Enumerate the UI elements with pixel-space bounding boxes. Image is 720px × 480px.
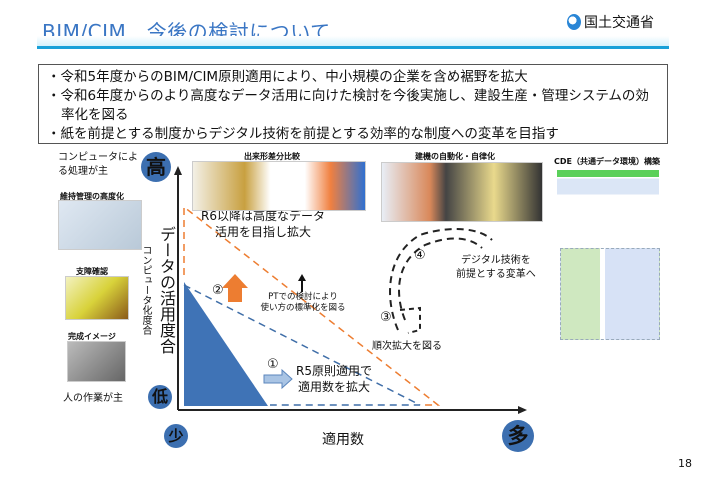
maintenance-image <box>58 200 142 250</box>
completion-image <box>67 341 126 382</box>
bullet-item: ・令和6年度からのより高度なデータ活用に向けた検討を今後実施し、建設生産・管理シ… <box>47 88 649 123</box>
low-badge: 低 <box>148 385 172 409</box>
step1-number: ① <box>267 357 279 372</box>
y-axis-sublabel: コンピュータ化度合 <box>140 245 151 335</box>
maintenance-caption: 維持管理の高度化 <box>60 192 124 201</box>
step2-number: ② <box>212 283 224 298</box>
cde-workflow-diagram <box>560 248 660 340</box>
x-axis-arrowhead <box>518 406 527 414</box>
orange-up-arrow <box>222 274 248 302</box>
logo-text: 国土交通省 <box>584 15 654 31</box>
r5-callout: R5原則適用で 適用数を拡大 <box>296 363 372 395</box>
r6-line1: R6以降は高度なデータ <box>201 209 325 223</box>
r5-line1: R5原則適用で <box>296 364 372 378</box>
page-number: 18 <box>678 457 692 470</box>
pt-line2: 使い方の標準化を図る <box>260 303 346 313</box>
obstacle-caption: 支障確認 <box>76 267 108 276</box>
y-axis-arrowhead <box>174 166 182 175</box>
x-axis-label: 適用数 <box>322 432 364 448</box>
cde-network-diagram <box>557 170 659 240</box>
step3-number: ③ <box>380 310 392 325</box>
pt-line1: PTでの検討により <box>268 292 338 302</box>
mlit-logo-icon <box>567 14 581 30</box>
y-axis-label: データの活用度合 <box>157 226 176 354</box>
title-underline <box>37 46 669 49</box>
r5-line2: 適用数を拡大 <box>297 380 370 394</box>
blue-right-arrow <box>263 368 293 390</box>
construction-machine-image <box>381 162 543 222</box>
cde-caption: CDE（共通データ環境）構築 <box>554 157 660 166</box>
many-badge: 多 <box>502 420 534 452</box>
step4-number: ④ <box>414 248 426 263</box>
step4-curve-arrow <box>389 228 493 331</box>
summary-box: ・令和5年度からのBIM/CIM原則適用により、中小規模の企業を含め裾野を拡大 … <box>38 64 668 144</box>
manual-work-label: 人の作業が主 <box>63 393 123 404</box>
bullet-item: ・令和5年度からのBIM/CIM原則適用により、中小規模の企業を含め裾野を拡大 <box>47 69 528 85</box>
mlit-logo: 国土交通省 <box>567 12 654 32</box>
r6-callout: R6以降は高度なデータ 活用を目指し拡大 <box>201 208 325 240</box>
r6-line2: 活用を目指し拡大 <box>214 225 312 239</box>
completion-caption: 完成イメージ <box>68 332 116 341</box>
asbuilt-image <box>192 161 366 211</box>
step4-callout: デジタル技術を 前提とする変革へ <box>456 254 536 282</box>
title-band <box>37 36 669 48</box>
asbuilt-caption: 出来形差分比較 <box>244 152 300 161</box>
step3-label: 順次拡大を図る <box>372 341 442 352</box>
step4-line2: 前提とする変革へ <box>456 269 536 280</box>
step4-line1: デジタル技術を <box>460 255 531 266</box>
bullet-item: ・紙を前提とする制度からデジタル技術を前提とする効率的な制度への変革を目指す <box>47 126 559 142</box>
computer-processing-label: コンピュータによる処理が主 <box>58 152 138 177</box>
obstacle-image <box>65 276 129 320</box>
current-area-triangle <box>184 282 268 406</box>
r6-dashed-boundary <box>183 205 441 406</box>
high-badge: 高 <box>141 152 171 182</box>
pt-callout: PTでの検討により 使い方の標準化を図る <box>260 292 345 314</box>
few-badge: 少 <box>164 424 188 448</box>
construction-machine-caption: 建機の自動化・自律化 <box>415 152 495 161</box>
step3-arrow <box>399 306 421 334</box>
